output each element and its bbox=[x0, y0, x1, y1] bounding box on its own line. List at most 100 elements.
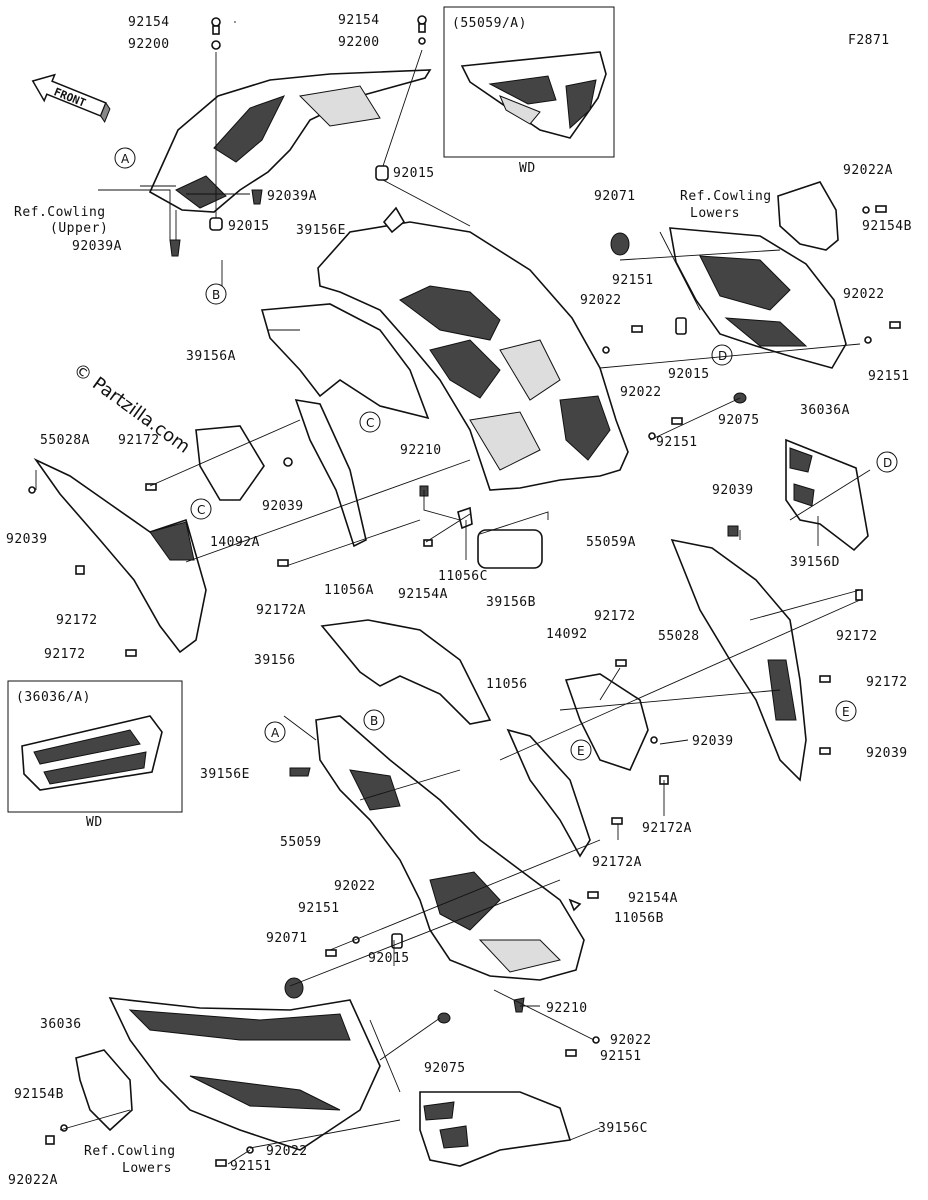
part-label: 92151 bbox=[612, 273, 654, 288]
side-cover-55028 bbox=[670, 538, 807, 782]
ref-cowling-lowers-bottom: Ref.Cowling bbox=[84, 1144, 176, 1159]
ref-circle-e: E bbox=[835, 700, 857, 722]
part-label: 92154 bbox=[128, 15, 170, 30]
part-label: 92022 bbox=[620, 385, 662, 400]
part-label: 55059 bbox=[280, 835, 322, 850]
part-label: 92039A bbox=[267, 189, 317, 204]
part-label: 92151 bbox=[868, 369, 910, 384]
inset-left-title: (36036/A) bbox=[16, 690, 91, 705]
ref-circle-b: B bbox=[205, 283, 227, 305]
upper-cowl-part bbox=[148, 69, 432, 213]
part-label: 92039 bbox=[262, 499, 304, 514]
part-label: 92022 bbox=[610, 1033, 652, 1048]
part-label: 11056B bbox=[614, 911, 664, 926]
part-label: 92151 bbox=[600, 1049, 642, 1064]
part-label: 92015 bbox=[228, 219, 270, 234]
part-label: 39156 bbox=[254, 653, 296, 668]
ref-circle-e: E bbox=[570, 739, 592, 761]
svg-text:C: C bbox=[366, 416, 374, 430]
stay-11056a bbox=[294, 398, 367, 548]
ref-cowling-upper-sub: (Upper) bbox=[50, 221, 108, 236]
part-label: 92022A bbox=[843, 163, 893, 178]
part-label: 39156E bbox=[200, 767, 250, 782]
svg-text:B: B bbox=[370, 714, 378, 728]
right-side-cowl-55059 bbox=[315, 715, 585, 981]
part-label: 92154 bbox=[338, 13, 380, 28]
svg-text:A: A bbox=[121, 152, 130, 166]
inset-top-caption: WD bbox=[519, 161, 536, 176]
part-label: 14092A bbox=[210, 535, 260, 550]
part-label: 39156B bbox=[486, 595, 536, 610]
ref-circle-c: C bbox=[190, 498, 212, 520]
part-label: 39156C bbox=[598, 1121, 648, 1136]
bracket-14092a bbox=[195, 425, 265, 501]
ref-cowling-lowers-top-sub: Lowers bbox=[690, 206, 740, 221]
ref-cowling-lowers-top: Ref.Cowling bbox=[680, 189, 772, 204]
part-label: 92071 bbox=[594, 189, 636, 204]
part-label: 92210 bbox=[546, 1001, 588, 1016]
grommet-icon bbox=[610, 232, 630, 256]
part-label: 11056A bbox=[324, 583, 374, 598]
part-label: 55059A bbox=[586, 535, 636, 550]
part-label: 92039 bbox=[6, 532, 48, 547]
part-label: 92154B bbox=[862, 219, 912, 234]
part-label: 92172 bbox=[836, 629, 878, 644]
ref-circle-a: A bbox=[114, 147, 136, 169]
part-label: 92151 bbox=[656, 435, 698, 450]
part-label: 92172 bbox=[594, 609, 636, 624]
sticker-39156a bbox=[260, 303, 430, 420]
part-label: 92154B bbox=[14, 1087, 64, 1102]
front-arrow-icon: FRONT bbox=[31, 73, 111, 123]
part-label: 55028A bbox=[40, 433, 90, 448]
part-label: 92200 bbox=[338, 35, 380, 50]
ref-circle-a: A bbox=[264, 721, 286, 743]
part-label: 92172 bbox=[44, 647, 86, 662]
part-label: 92022 bbox=[334, 879, 376, 894]
part-label: 92071 bbox=[266, 931, 308, 946]
svg-text:D: D bbox=[718, 349, 727, 363]
part-label: 92022 bbox=[843, 287, 885, 302]
part-label: 92015 bbox=[668, 367, 710, 382]
part-label: 39156D bbox=[790, 555, 840, 570]
part-label: 92039 bbox=[692, 734, 734, 749]
svg-text:B: B bbox=[212, 288, 220, 302]
ref-circle-d: D bbox=[711, 344, 733, 366]
part-label: 14092 bbox=[546, 627, 588, 642]
svg-text:D: D bbox=[883, 456, 892, 470]
ref-circle-b: B bbox=[363, 709, 385, 731]
part-label: 92151 bbox=[298, 901, 340, 916]
side-cover-55028a bbox=[33, 457, 207, 654]
part-label: 92075 bbox=[718, 413, 760, 428]
part-label: 92022A bbox=[8, 1173, 58, 1188]
part-label: 55028 bbox=[658, 629, 700, 644]
screw-icon bbox=[45, 589, 863, 1167]
part-label: 92015 bbox=[393, 166, 435, 181]
svg-text:A: A bbox=[271, 726, 280, 740]
left-side-cowl-55059a bbox=[317, 221, 629, 491]
part-label: 92200 bbox=[128, 37, 170, 52]
inset-top-title: (55059/A) bbox=[452, 16, 527, 31]
part-label: 92172 bbox=[118, 433, 160, 448]
part-label: 92022 bbox=[580, 293, 622, 308]
part-label: 92151 bbox=[230, 1159, 272, 1174]
svg-text:E: E bbox=[842, 705, 850, 719]
part-label: 36036A bbox=[800, 403, 850, 418]
part-label: 92039A bbox=[72, 239, 122, 254]
pad-icon bbox=[289, 767, 311, 777]
part-label: 36036 bbox=[40, 1017, 82, 1032]
part-label: 92075 bbox=[424, 1061, 466, 1076]
part-label: 39156E bbox=[296, 223, 346, 238]
pad-39156b bbox=[477, 529, 543, 569]
leader-lines bbox=[35, 185, 871, 1165]
ref-circle-c: C bbox=[359, 411, 381, 433]
svg-text:C: C bbox=[197, 503, 205, 517]
pad-icon bbox=[382, 206, 406, 234]
part-label: 92172A bbox=[642, 821, 692, 836]
lower-cowl-36036 bbox=[108, 997, 381, 1151]
part-labels: 92154 92200 92154 92200 92015 92039A 920… bbox=[6, 13, 912, 1188]
part-label: 92022 bbox=[266, 1144, 308, 1159]
ref-cowling-lowers-bottom-sub: Lowers bbox=[122, 1161, 172, 1176]
part-label: 92172 bbox=[866, 675, 908, 690]
screw-icon bbox=[169, 15, 427, 257]
